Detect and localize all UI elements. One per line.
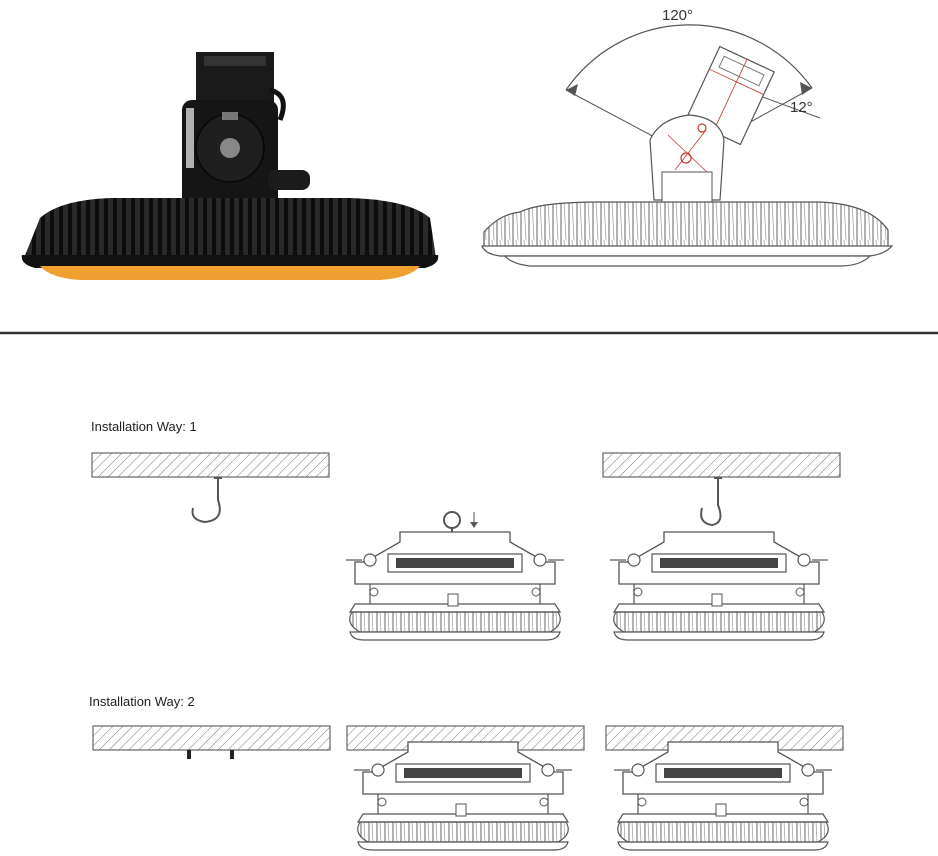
angle-drawing: 120° 12° (481, 7, 894, 267)
installation-way-2-label: Installation Way: 2 (89, 694, 195, 709)
way1-lamp-eyebolt (345, 511, 565, 641)
angle-12-label: 12° (790, 99, 813, 116)
angle-120-label: 120° (662, 7, 693, 24)
way2-lamp-mounting (346, 725, 585, 851)
lamp-photo (21, 52, 439, 280)
way2-ceiling-studs (92, 725, 331, 759)
installation-way-1-label: Installation Way: 1 (91, 419, 197, 434)
way1-ceiling-hook (91, 452, 330, 524)
way2-lamp-mounted (605, 725, 844, 851)
way1-lamp-hung (602, 452, 841, 641)
